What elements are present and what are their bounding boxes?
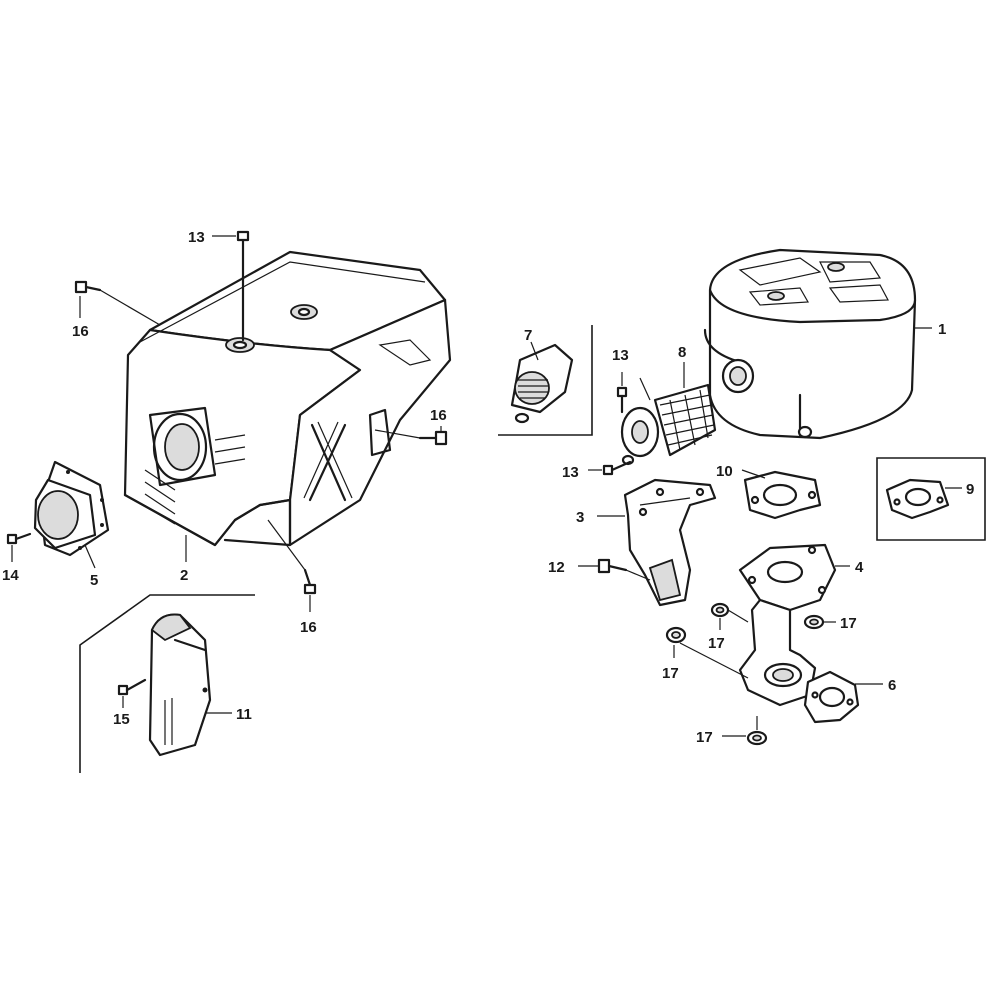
muffler [703, 248, 917, 440]
nut-17-d [746, 730, 768, 746]
callout-2: 2 [180, 567, 188, 584]
bolt-16-left [74, 280, 102, 294]
callout-17-a: 17 [708, 635, 725, 652]
callout-14: 14 [2, 567, 19, 584]
callout-16-right: 16 [430, 407, 447, 424]
callout-9: 9 [966, 481, 974, 498]
callout-6: 6 [888, 677, 896, 694]
frame-9 [876, 457, 986, 541]
callout-7: 7 [524, 327, 532, 344]
callout-17-d: 17 [696, 729, 713, 746]
spark-arrester [510, 343, 574, 424]
callout-13-top: 13 [188, 229, 205, 246]
screw-15 [117, 678, 147, 696]
gasket-6 [803, 670, 860, 724]
callout-13-screw-a: 13 [612, 347, 629, 364]
nut-17-b [803, 614, 825, 630]
callout-16-left: 16 [72, 323, 89, 340]
exhaust-pipe [738, 543, 837, 707]
frame-11 [79, 594, 255, 773]
callout-15: 15 [113, 711, 130, 728]
frame-7 [498, 325, 593, 436]
callout-12: 12 [548, 559, 565, 576]
callout-3: 3 [576, 509, 584, 526]
bolt-16-right [418, 430, 448, 446]
callout-10: 10 [716, 463, 733, 480]
callout-5: 5 [90, 572, 98, 589]
gasket-10 [743, 470, 822, 520]
callout-4: 4 [855, 559, 864, 576]
callout-17-c: 17 [662, 665, 679, 682]
screw-13-a [616, 386, 628, 414]
screw-13-b [602, 460, 632, 476]
callout-13-screw-b: 13 [562, 464, 579, 481]
exhaust-deflector [33, 460, 110, 557]
bolt-12 [597, 558, 628, 574]
muffler-stay [623, 478, 717, 607]
nut-17-a [710, 602, 730, 618]
spark-arrester-cover [148, 613, 212, 757]
callout-1: 1 [938, 321, 946, 338]
gasket-9 [885, 478, 950, 520]
muffler-protector [123, 250, 452, 547]
screw-14 [6, 532, 32, 545]
arrester-screen [620, 383, 717, 466]
nut-17-c [665, 626, 687, 644]
bolt-16-bottom [303, 568, 317, 595]
callout-16-bottom: 16 [300, 619, 317, 636]
callout-8: 8 [678, 344, 686, 361]
callout-11: 11 [236, 706, 252, 723]
bolt-13-top [236, 230, 250, 342]
callout-17-b: 17 [840, 615, 857, 632]
